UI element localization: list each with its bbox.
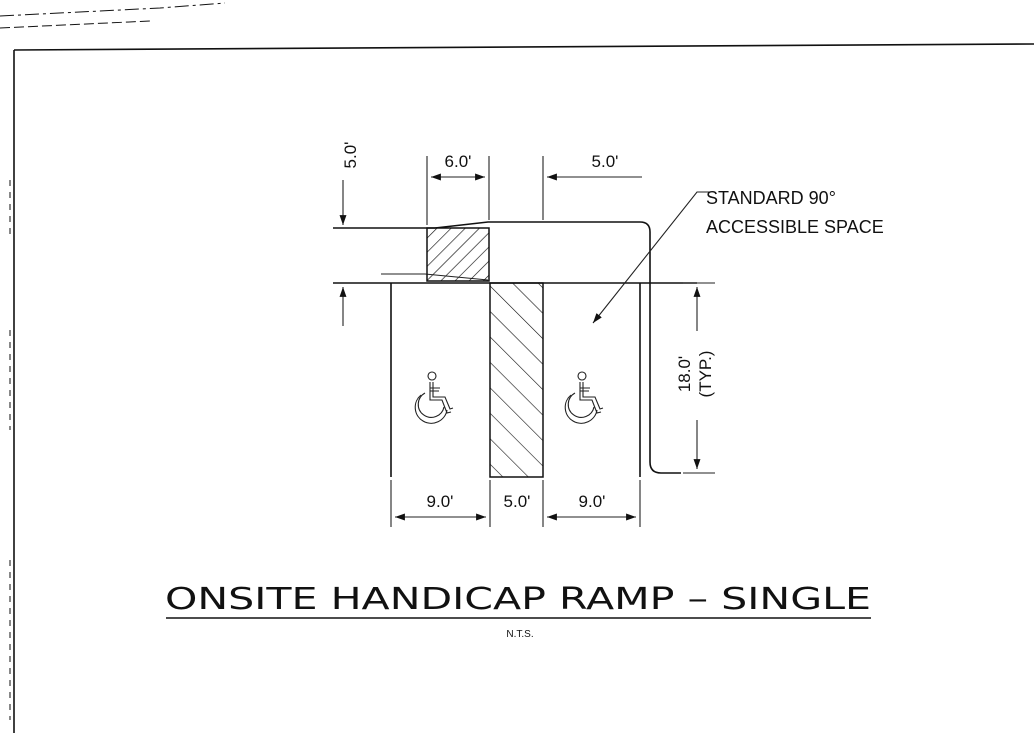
detail-title: ONSITE HANDICAP RAMP – SINGLE [165, 582, 871, 617]
curb-edge [649, 232, 681, 474]
space-width-left-dim: 9.0' [427, 492, 454, 511]
ramp-width-dim: 6.0' [445, 152, 472, 171]
curb-ramp-hatch [426, 227, 490, 282]
wheelchair-icon [414, 371, 454, 424]
space-length-dim: 18.0' [675, 356, 694, 392]
wheelchair-icon [564, 371, 604, 424]
access-aisle-hatch [489, 282, 544, 478]
scale-note: N.T.S. [506, 629, 533, 640]
callout-line-2: ACCESSIBLE SPACE [706, 217, 884, 237]
offset-dim: 5.0' [592, 152, 619, 171]
space-length-note: (TYP.) [696, 351, 715, 398]
title-block: ONSITE HANDICAP RAMP – SINGLE N.T.S. [165, 582, 871, 640]
accessible-space-callout: STANDARD 90° ACCESSIBLE SPACE [592, 188, 884, 324]
dimensions: 5.0' 6.0' 5.0' 18.0' (TYP.) 9.0' 5.0' 9.… [339, 142, 715, 527]
aisle-width-dim: 5.0' [504, 492, 531, 511]
ramp-depth-dim: 5.0' [341, 142, 360, 169]
space-width-right-dim: 9.0' [579, 492, 606, 511]
callout-line-1: STANDARD 90° [706, 188, 836, 208]
ramp-plan [333, 221, 697, 478]
sidewalk-back-line [333, 221, 651, 233]
